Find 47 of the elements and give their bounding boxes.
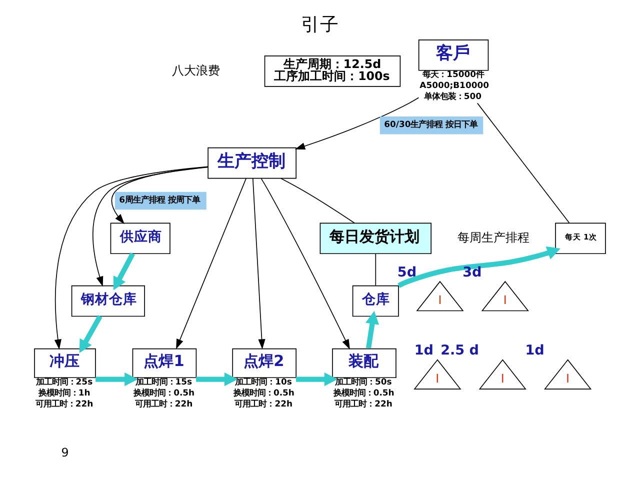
arrow <box>79 314 102 353</box>
label: 八大浪费 <box>172 62 220 77</box>
node-label: 换模时间：0.5h <box>333 386 394 397</box>
node-label: 1d <box>525 342 544 358</box>
edge-label: 6周生产排程 按周下单 <box>119 194 200 204</box>
node-box: 每日发货计划 <box>320 222 432 254</box>
arrow <box>294 96 420 150</box>
node-label: 3d <box>462 264 482 280</box>
arrow <box>260 178 350 350</box>
arrow <box>365 310 380 348</box>
arrow <box>176 177 247 349</box>
diagram-title: 引子 <box>301 14 339 36</box>
node-label: 加工时间：10s <box>235 376 292 386</box>
node-box: 钢材仓库 <box>71 284 145 316</box>
connector <box>375 252 376 286</box>
label: 每周生产排程 <box>457 230 530 244</box>
node-label: 可用工时：22h <box>35 398 94 408</box>
node-box: 供应商 <box>110 222 170 254</box>
node-label: 加工时间：50s <box>335 376 392 386</box>
node-label: 5d <box>397 264 417 280</box>
node-label: 单体包装：500 <box>424 90 482 101</box>
node-box: 生产周期：12.5d 工序加工时间：100s <box>264 55 401 86</box>
edge-label: 60/30生产排程 按日下单 <box>384 118 478 129</box>
node-label: 换模时间：0.5h <box>134 386 195 397</box>
node-label: 2.5 d <box>440 342 479 358</box>
node-box: 每天 1次 <box>555 222 606 254</box>
connector <box>476 102 570 223</box>
node-label: 可用工时：22h <box>234 398 293 408</box>
node-label: 加工时间：15s <box>135 376 192 386</box>
node-label: 加工时间：25s <box>36 376 93 386</box>
arrow <box>252 177 266 349</box>
node-label: 换模时间：1h <box>38 386 90 397</box>
label: 9 <box>61 445 69 460</box>
connector <box>280 177 355 223</box>
arrow <box>96 372 138 386</box>
node-label: 1d <box>414 342 434 358</box>
node-label: 换模时间：0.5h <box>233 386 294 397</box>
arrow <box>196 372 238 386</box>
node-label: A5000;B10000 <box>420 80 489 90</box>
arrow <box>398 246 560 288</box>
node-label: 可用工时：22h <box>134 398 193 408</box>
arrow <box>296 372 338 386</box>
node-label: 可用工时：22h <box>334 398 392 408</box>
arrow <box>113 252 135 290</box>
node-label: 每天：15000件 <box>422 68 484 79</box>
node-box: 仓库 <box>352 284 399 316</box>
node-box: 生产控制 <box>208 146 297 178</box>
